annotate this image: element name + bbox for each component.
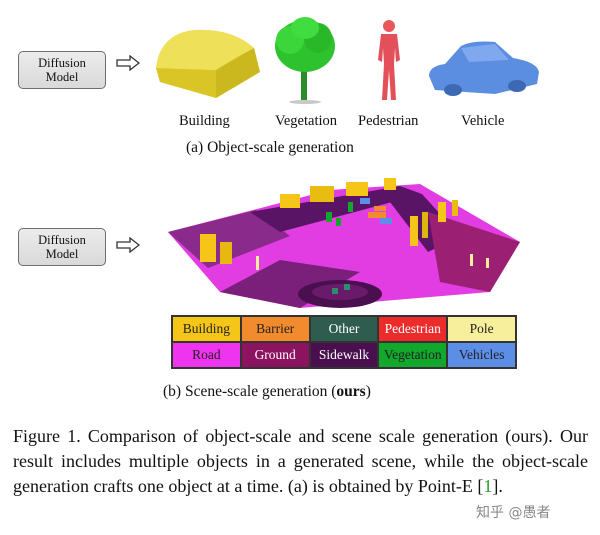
legend-cell-ground: Ground [240, 342, 310, 368]
subcaption-b-ours: ours [336, 383, 366, 400]
subcaption-b-suffix: ) [365, 383, 371, 400]
object-label-vegetation: Vegetation [275, 113, 338, 129]
building-pointcloud [156, 29, 260, 98]
diffusion-label-line2: Model [45, 247, 79, 261]
diffusion-label-line1: Diffusion [38, 56, 86, 70]
legend-cell-sidewalk: Sidewalk [309, 342, 379, 368]
object-label-pedestrian: Pedestrian [358, 113, 419, 129]
subcaption-b: (b) Scene-scale generation (ours) [163, 383, 371, 401]
pedestrian-pointcloud [378, 20, 400, 100]
legend-cell-other: Other [309, 316, 379, 342]
object-label-building: Building [179, 113, 230, 129]
arrow-right-icon [116, 237, 140, 253]
subcaption-a: (a) Object-scale generation [186, 139, 354, 156]
legend-cell-building: Building [172, 316, 241, 342]
figure-caption: Figure 1. Comparison of object-scale and… [13, 424, 588, 499]
caption-text: Figure 1. Comparison of object-scale and… [13, 426, 588, 496]
legend-cell-pedestrian: Pedestrian [378, 316, 448, 342]
caption-end: ]. [492, 476, 503, 496]
diffusion-label-line1: Diffusion [38, 233, 86, 247]
arrow-right-icon [116, 55, 140, 71]
legend-cell-road: Road [172, 342, 241, 368]
diffusion-model-box-b: Diffusion Model [18, 228, 106, 266]
object-label-vehicle: Vehicle [461, 113, 505, 129]
watermark: 知乎 @愚者 [476, 505, 551, 521]
diffusion-label-line2: Model [45, 70, 79, 84]
legend-cell-vehicles: Vehicles [447, 342, 516, 368]
caption-ref-link[interactable]: 1 [483, 476, 493, 496]
legend-cell-vegetation: Vegetation [378, 342, 448, 368]
scene-pointcloud [168, 178, 520, 308]
vehicle-pointcloud [429, 41, 539, 96]
vegetation-pointcloud [275, 17, 335, 104]
diffusion-model-box-a: Diffusion Model [18, 51, 106, 89]
legend-cell-barrier: Barrier [240, 316, 310, 342]
legend-cell-pole: Pole [447, 316, 516, 342]
subcaption-b-prefix: (b) Scene-scale generation ( [163, 383, 337, 400]
